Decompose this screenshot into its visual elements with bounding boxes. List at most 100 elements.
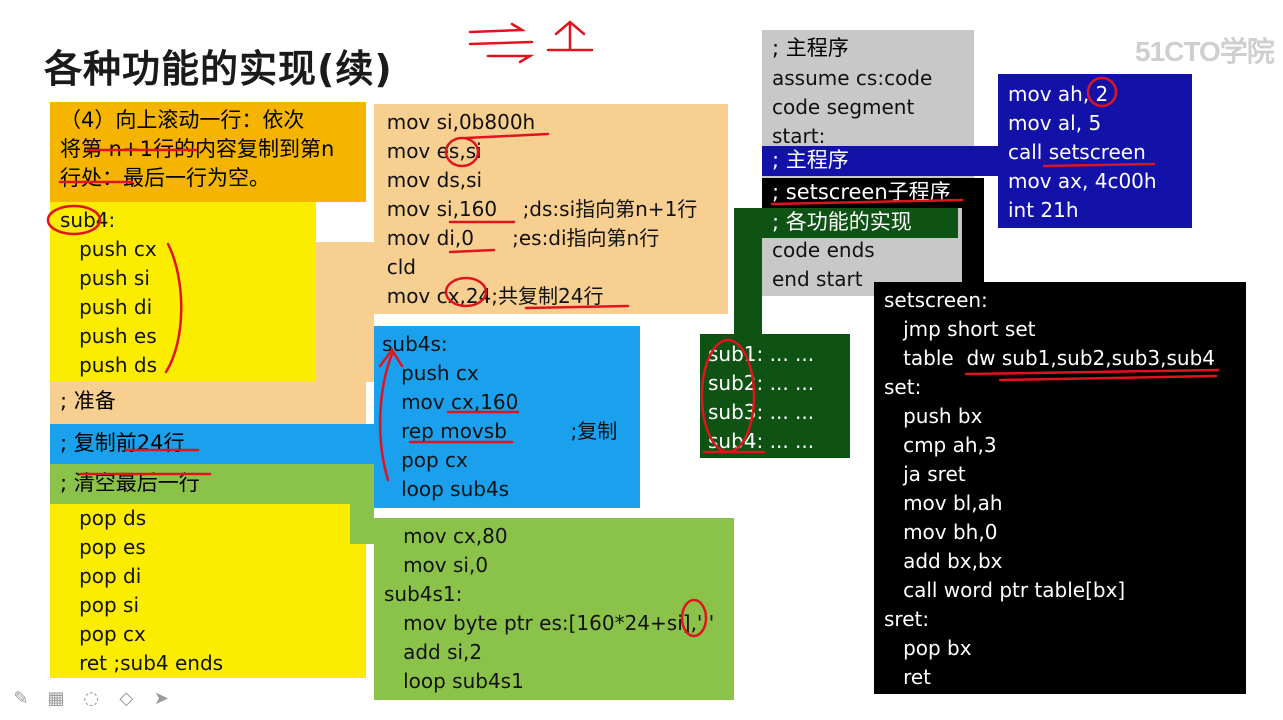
call-block-box: mov ah, 2 mov al, 5 call setscreen mov ax, …: [998, 74, 1192, 228]
code-line: pop di: [60, 564, 142, 588]
clear-comment: ; 清空最后一行: [60, 471, 200, 495]
code-line: pop es: [60, 535, 146, 559]
code-line: ret: [884, 665, 932, 689]
code-line: mov cx,160: [382, 390, 519, 414]
slide-title: 各种功能的实现(续): [44, 47, 393, 91]
code-line: mov ds,si: [374, 168, 483, 192]
code-line: sub4:: [60, 208, 116, 232]
code-line: call setscreen: [1008, 140, 1146, 164]
code-line: sub3: ... ...: [708, 400, 815, 424]
copy-code: sub4s: push cx mov cx,160 rep movsb ;复制 …: [382, 330, 632, 504]
sub-labels-code: sub1: ... ...sub2: ... ...sub3: ... ...s…: [708, 340, 842, 456]
copy-comment: ; 复制前24行: [60, 431, 185, 455]
call-block-code: mov ah, 2 mov al, 5 call setscreen mov ax, …: [1008, 80, 1182, 225]
code-line: loop sub4s: [382, 477, 510, 501]
code-line: pop ds: [60, 506, 147, 530]
eraser-icon[interactable]: ◌: [83, 688, 100, 709]
sub4-prologue-box: sub4: push cx push si push di push es pu…: [50, 202, 316, 382]
prepare-comment: ; 准备: [60, 389, 116, 413]
code-line: sret:: [884, 607, 930, 631]
step-description-lines: （4）向上滚动一行：依次将第 n+1行的内容复制到第n 行处：最后一行为空。: [60, 106, 356, 193]
prepare-code-box: mov si,0b800h mov es,si mov ds,si mov si…: [374, 104, 728, 314]
code-line: mov al, 5: [1008, 111, 1102, 135]
code-line: sub4s1:: [384, 582, 463, 606]
code-line: jmp short set: [884, 317, 1036, 341]
code-line: mov si,0b800h: [374, 110, 536, 134]
highlighter-icon[interactable]: ◇: [119, 688, 134, 709]
code-line: setscreen:: [884, 288, 988, 312]
sub-labels-box: sub1: ... ...sub2: ... ...sub3: ... ...s…: [700, 334, 850, 458]
prepare-comment-box: ; 准备: [50, 382, 366, 424]
main-program-lines: assume cs:code code segment start:: [772, 64, 972, 151]
code-line: mov cx,80: [384, 524, 508, 548]
main-program-header: ; 主程序: [772, 34, 972, 63]
main-lines: assume cs:code code segment start:: [772, 64, 972, 151]
code-line: cmp ah,3: [884, 433, 997, 457]
copy-code-box: sub4s: push cx mov cx,160 rep movsb ;复制 …: [374, 326, 640, 508]
code-line: add si,2: [384, 640, 483, 664]
code-line: push cx: [382, 361, 479, 385]
code-line: mov cx,24;共复制24行: [374, 284, 604, 308]
code-line: （4）向上滚动一行：依次: [60, 108, 305, 132]
code-line: cld: [374, 255, 416, 279]
keyboard-icon[interactable]: ▦: [47, 688, 65, 709]
code-line: mov si,160 ;ds:si指向第n+1行: [374, 197, 698, 221]
code-line: code segment: [772, 95, 915, 119]
code-line: mov ax, 4c00h: [1008, 169, 1157, 193]
main-header-text: ; 主程序: [772, 36, 849, 60]
code-line: code ends: [772, 238, 875, 262]
pen-icon[interactable]: ✎: [13, 688, 29, 709]
clear-code: mov cx,80 mov si,0 sub4s1: mov byte ptr e…: [384, 522, 724, 696]
code-line: sub2: ... ...: [708, 371, 815, 395]
code-line: mov ah, 2: [1008, 82, 1109, 106]
pointer-icon[interactable]: ➤: [153, 688, 169, 709]
setscreen-label: ; setscreen子程序: [772, 180, 951, 204]
code-line: add bx,bx: [884, 549, 1003, 573]
code-line: mov di,0 ;es:di指向第n行: [374, 226, 660, 250]
code-line: assume cs:code: [772, 66, 933, 90]
code-line: push si: [60, 266, 150, 290]
code-line: pop cx: [60, 622, 146, 646]
features-label: ; 各功能的实现: [772, 210, 912, 234]
code-line: mov si,0: [384, 553, 489, 577]
code-line: ja sret: [884, 462, 966, 486]
code-line: call word ptr table[bx]: [884, 578, 1126, 602]
code-line: table dw sub1,sub2,sub3,sub4: [884, 346, 1215, 370]
code-line: mov es,si: [374, 139, 482, 163]
copy-comment-box: ; 复制前24行: [50, 424, 366, 464]
brand-logo: 51CTO学院: [1135, 36, 1275, 67]
copy-connector: [366, 424, 376, 464]
setscreen-label-box: ; setscreen子程序: [762, 178, 984, 208]
code-line: pop bx: [884, 636, 972, 660]
clear-connector: [350, 464, 374, 544]
code-line: 将第 n+1行的内容复制到第n: [60, 137, 335, 161]
arrow-sketch-2: [546, 20, 594, 52]
code-line: push ds: [60, 353, 158, 377]
code-line: mov bl,ah: [884, 491, 1003, 515]
code-line: sub1: ... ...: [708, 342, 815, 366]
code-line: int 21h: [1008, 198, 1079, 222]
sub4-epilogue-code: pop ds pop es pop di pop si pop cx ret ;…: [60, 504, 356, 678]
setscreen-code: setscreen: jmp short set table dw sub1,s…: [884, 286, 1236, 692]
main-program-highlight: ; 主程序: [762, 146, 998, 176]
arrow-sketch-1: [468, 22, 535, 64]
prepare-code: mov si,0b800h mov es,si mov ds,si mov si…: [374, 108, 728, 311]
code-line: start:: [772, 124, 826, 148]
sub4-prologue-code: sub4: push cx push si push di push es pu…: [60, 206, 306, 380]
code-line: pop si: [60, 593, 140, 617]
code-line: push bx: [884, 404, 983, 428]
code-line: ret ;sub4 ends: [60, 651, 224, 675]
clear-comment-box: ; 清空最后一行: [50, 464, 350, 504]
annotation-toolbar: ✎ ▦ ◌ ◇ ➤: [10, 688, 180, 714]
code-line: mov bh,0: [884, 520, 998, 544]
code-line: rep movsb ;复制: [382, 419, 618, 443]
clear-code-box: mov cx,80 mov si,0 sub4s1: mov byte ptr e…: [374, 518, 734, 700]
code-line: loop sub4s1: [384, 669, 524, 693]
main-highlight-text: ; 主程序: [772, 148, 849, 172]
features-label-box: ; 各功能的实现: [734, 208, 958, 238]
code-line: mov byte ptr es:[160*24+si],' ': [384, 611, 715, 635]
code-line: 行处：最后一行为空。: [60, 166, 270, 190]
code-line: set:: [884, 375, 922, 399]
prepare-connector: [316, 242, 374, 382]
setscreen-code-box: setscreen: jmp short set table dw sub1,s…: [874, 282, 1246, 694]
